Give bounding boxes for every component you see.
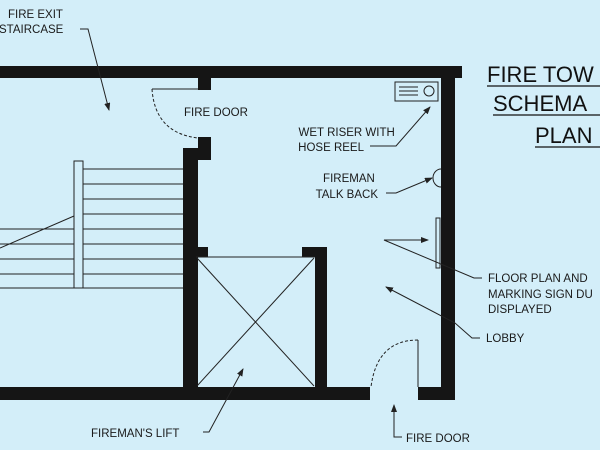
label-fireman-talk-back: FIREMAN TALK BACK	[316, 173, 379, 201]
label-fire-exit-staircase: FIRE EXIT STAIRCASE	[0, 9, 66, 36]
svg-text:PLAN: PLAN	[535, 123, 592, 148]
staircase	[0, 160, 183, 289]
label-fire-door-top: FIRE DOOR	[184, 107, 248, 119]
diagram-title: FIRE TOW SCHEMA PLAN	[487, 62, 600, 148]
label-firemans-lift: FIREMAN'S LIFT	[91, 428, 179, 440]
walls	[0, 66, 462, 400]
fire-door-bottom-symbol	[370, 339, 419, 388]
svg-text:SCHEMA: SCHEMA	[493, 91, 587, 116]
fireman-talk-back-icon	[432, 168, 442, 188]
label-wet-riser: WET RISER WITH HOSE REEL	[298, 127, 398, 154]
leader-lines	[80, 28, 482, 438]
label-lobby: LOBBY	[486, 333, 525, 345]
wet-riser-hose-reel-icon	[394, 81, 439, 102]
svg-text:FIRE TOW: FIRE TOW	[487, 62, 594, 87]
fire-door-top-symbol	[151, 88, 199, 139]
floor-plan-sign-icon	[435, 217, 441, 269]
stair-direction-line	[0, 215, 75, 249]
label-fire-door-bottom: FIRE DOOR	[406, 433, 470, 445]
label-floor-plan-sign: FLOOR PLAN AND MARKING SIGN DU DISPLAYED	[488, 273, 596, 316]
lift-shaft	[196, 256, 315, 387]
